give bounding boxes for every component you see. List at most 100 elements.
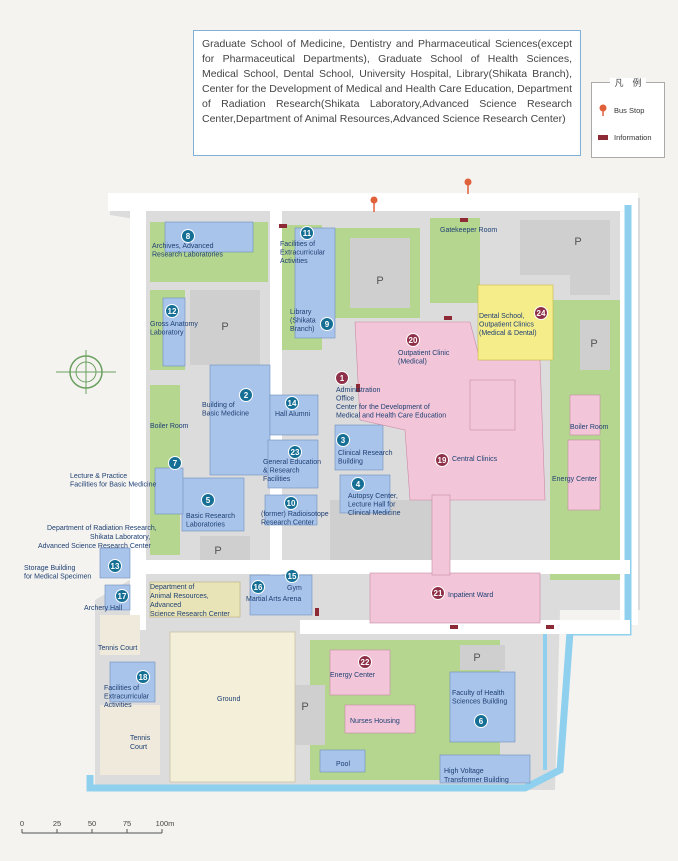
building-badge-15: 15 <box>285 569 299 583</box>
bus-stop-icon <box>370 196 378 212</box>
svg-text:1: 1 <box>340 374 345 383</box>
parking-east <box>580 320 610 370</box>
information-icon <box>460 218 468 222</box>
building-label-12: Gross Anatomy <box>150 321 198 328</box>
high-voltage-label-b: Transformer Building <box>444 777 509 784</box>
scale-tick: 0 <box>20 819 24 828</box>
svg-text:6: 6 <box>479 717 484 726</box>
svg-text:17: 17 <box>118 592 127 601</box>
building-label-13: Storage Building <box>24 565 75 572</box>
parking-label: P <box>376 275 383 287</box>
building-label-24: Outpatient Clinics <box>479 322 534 329</box>
building-4 <box>339 474 391 514</box>
building-label-18: Activities <box>104 702 132 709</box>
building-badge-9: 9 <box>320 317 334 331</box>
building-label-17: Archery Hall <box>84 605 123 612</box>
campus-description: Graduate School of Medicine, Dentistry a… <box>193 30 581 156</box>
radiation-research-label-c: Advanced Science Research Center <box>38 543 152 550</box>
building-label-20: Outpatient Clinic <box>398 350 450 357</box>
building-label-8: Research Laboratories <box>152 252 223 259</box>
legend-bus-stop: Bus Stop <box>614 105 645 115</box>
building-badge-16: 16 <box>251 580 265 594</box>
building-8 <box>164 221 254 253</box>
tennis-court-2-label-a: Tennis <box>130 735 151 742</box>
parking-label: P <box>301 701 308 713</box>
svg-text:9: 9 <box>325 320 330 329</box>
building-label-9: (Shikata <box>290 318 316 325</box>
legend-title: 凡 例 <box>610 78 646 88</box>
building-energy-right <box>567 439 601 511</box>
parking-north <box>350 238 410 308</box>
building-21 <box>369 572 541 624</box>
tennis-court-1-label: Tennis Court <box>98 645 137 652</box>
svg-text:23: 23 <box>291 448 300 457</box>
building-label-20: (Medical) <box>398 359 427 366</box>
bus-stop-icon <box>464 178 472 194</box>
svg-text:16: 16 <box>254 583 263 592</box>
parking-label: P <box>214 545 221 557</box>
building-label-1: Medical and Health Care Education <box>336 413 446 420</box>
building-pool <box>319 749 366 773</box>
building-label-6: Faculty of Health <box>452 690 505 697</box>
building-label-1: Center for the Development of <box>336 404 430 411</box>
svg-text:24: 24 <box>537 309 546 318</box>
scale-tick: 100m <box>156 819 175 828</box>
building-badge-12: 12 <box>165 304 179 318</box>
radiation-research-label-b: Shikata Laboratory, <box>90 534 150 541</box>
parking-label: P <box>221 321 228 333</box>
svg-text:14: 14 <box>288 399 297 408</box>
building-label-4: Clinical Medicine <box>348 510 401 517</box>
building-label-10: (former) Radioisotope <box>261 511 329 518</box>
building-label-23: Facilities <box>263 476 291 483</box>
svg-text:5: 5 <box>206 496 211 505</box>
information-icon <box>444 316 452 320</box>
svg-text:22: 22 <box>361 658 370 667</box>
building-label-1: Office <box>336 396 354 403</box>
building-connector <box>431 494 451 576</box>
building-label-5: Basic Research <box>186 513 235 520</box>
building-label-24: Dental School, <box>479 313 525 320</box>
svg-text:20: 20 <box>409 336 418 345</box>
building-label-18: Facilities of <box>104 685 139 692</box>
building-badge-7: 7 <box>168 456 182 470</box>
building-badge-19: 19 <box>435 453 449 467</box>
green-area-gate <box>430 218 480 303</box>
building-label-2: Building of <box>202 402 235 409</box>
building-badge-21: 21 <box>431 586 445 600</box>
building-label-18: Extracurricular <box>104 694 150 701</box>
building-badge-6: 6 <box>474 714 488 728</box>
information-icon <box>450 625 458 629</box>
ground-field <box>169 631 296 783</box>
animal-resources-label-b: Animal Resources, <box>150 593 209 600</box>
svg-text:2: 2 <box>244 391 249 400</box>
scale-tick: 50 <box>88 819 96 828</box>
nurses-housing-label: Nurses Housing <box>350 718 400 725</box>
building-label-1: Administration <box>336 387 380 394</box>
building-7 <box>154 467 184 515</box>
parking-label: P <box>574 236 581 248</box>
building-label-13: for Medical Specimen <box>24 574 91 581</box>
scale-bar: 0 25 50 75 100m <box>20 819 175 834</box>
building-label-4: Lecture Hall for <box>348 502 396 509</box>
building-label-14: Hall Alumni <box>275 411 310 418</box>
building-label-8: Archives, Advanced <box>152 243 214 250</box>
tennis-court-1-area <box>100 615 140 655</box>
building-badge-17: 17 <box>115 589 129 603</box>
building-label-3: Building <box>338 459 363 466</box>
building-label-5: Laboratories <box>186 522 225 529</box>
building-badge-18: 18 <box>136 670 150 684</box>
building-label-19: Central Clinics <box>452 456 498 463</box>
south-road <box>300 620 630 634</box>
ground-label: Ground <box>217 696 240 703</box>
building-24 <box>477 284 554 361</box>
tennis-court-2-area <box>100 705 160 775</box>
building-label-21: Inpatient Ward <box>448 592 493 599</box>
animal-resources-label-a: Department of <box>150 584 194 591</box>
legend-information: Information <box>614 133 652 142</box>
building-6 <box>449 671 516 743</box>
information-icon <box>598 134 608 140</box>
building-badge-24: 24 <box>534 306 548 320</box>
pool-label: Pool <box>336 761 350 768</box>
tennis-court-2-label-b: Court <box>130 744 147 751</box>
